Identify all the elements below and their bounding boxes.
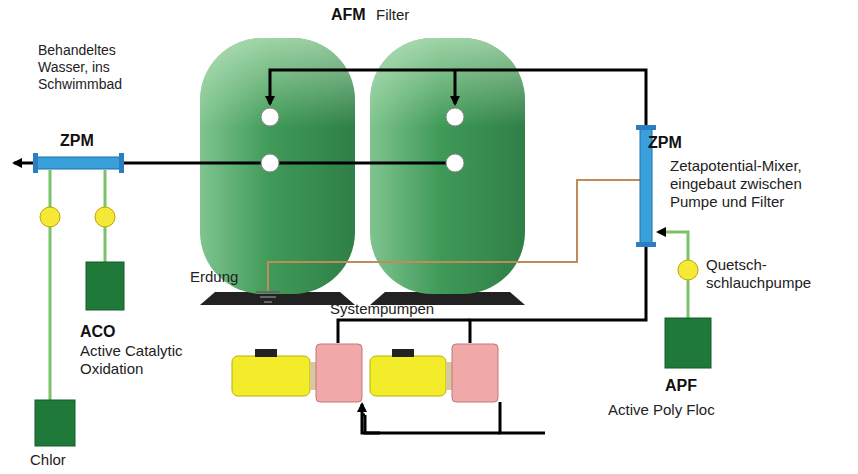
zpm-mixer-left	[33, 153, 124, 173]
afm-filter-tanks	[200, 38, 525, 305]
aco-container	[86, 262, 124, 310]
part-name: Quetsch- schlauchpumpe	[706, 256, 811, 292]
chlor-container	[35, 400, 75, 446]
ground-wire	[268, 180, 640, 292]
part-description: Active Catalytic Oxidation	[80, 342, 230, 378]
ground-symbol	[256, 292, 280, 302]
part-name: Chlor	[30, 451, 66, 469]
title-abbrev: AFM	[331, 5, 366, 24]
part-name: ACO	[80, 322, 116, 341]
title-word: Filter	[376, 6, 409, 24]
dosing-pump	[95, 207, 115, 227]
dosing-line-chlor	[49, 170, 52, 404]
part-name: Erdung	[190, 268, 238, 286]
peristaltic-pump	[678, 260, 698, 280]
suction-arrow	[362, 404, 380, 433]
system-pumps	[232, 344, 498, 402]
outlet-note: Behandeltes Wasser, ins Schwimmbad	[38, 42, 150, 92]
part-name: APF	[665, 376, 697, 395]
pipes	[14, 70, 646, 433]
part-name: ZPM	[648, 133, 682, 152]
part-name: ZPM	[60, 131, 94, 150]
tank-ports	[261, 108, 464, 172]
part-description: Active Poly Floc	[608, 401, 715, 419]
part-name: Systempumpen	[330, 300, 434, 318]
part-description: Zetapotential-Mixer, eingebaut zwischen …	[670, 157, 852, 211]
dosing-pump	[40, 207, 60, 227]
apf-container	[665, 318, 711, 368]
